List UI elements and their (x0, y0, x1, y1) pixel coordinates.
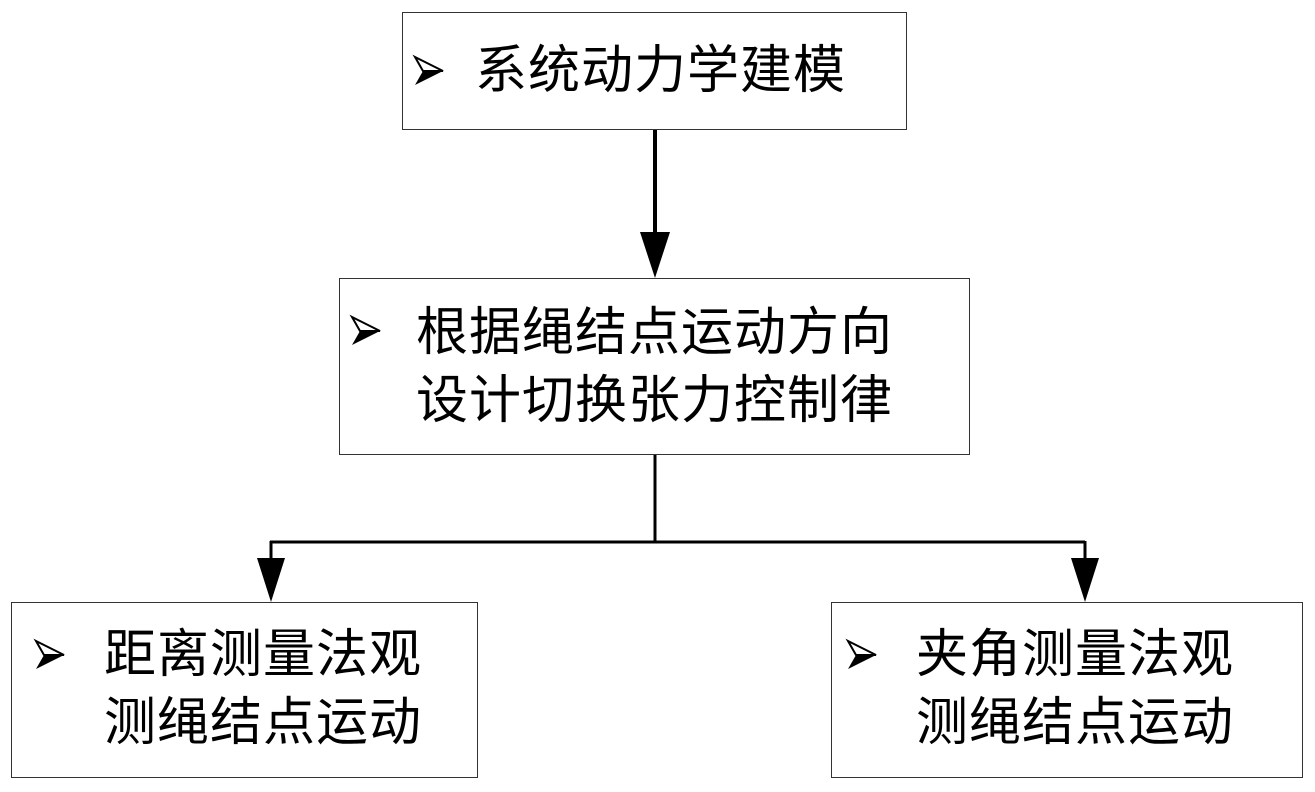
arrowhead-top-to-middle (640, 232, 670, 278)
node-label-line-2: 测绳结点运动 (104, 693, 423, 753)
arrowhead-bullet-icon (349, 314, 381, 345)
node-label-line-2: 设计切换张力控制律 (416, 371, 894, 431)
arrowhead-bullet-icon (412, 54, 444, 85)
node-label-line-1: 距离测量法观 (104, 625, 423, 685)
node-label-line-1: 系统动力学建模 (475, 41, 847, 101)
arrowhead-bullet-icon (845, 638, 877, 669)
node-switching-tension-control: 根据绳结点运动方向 设计切换张力控制律 (339, 278, 970, 455)
arrowhead-to-left (257, 558, 285, 602)
node-label-line-1: 根据绳结点运动方向 (416, 303, 894, 363)
arrowhead-to-right (1071, 558, 1099, 602)
arrowhead-bullet-icon (33, 638, 65, 669)
node-angle-measurement: 夹角测量法观 测绳结点运动 (831, 602, 1303, 778)
node-label-line-2: 测绳结点运动 (916, 693, 1235, 753)
node-label-line-1: 夹角测量法观 (916, 625, 1235, 685)
node-system-dynamics-modeling: 系统动力学建模 (402, 12, 907, 130)
node-distance-measurement: 距离测量法观 测绳结点运动 (11, 602, 478, 778)
